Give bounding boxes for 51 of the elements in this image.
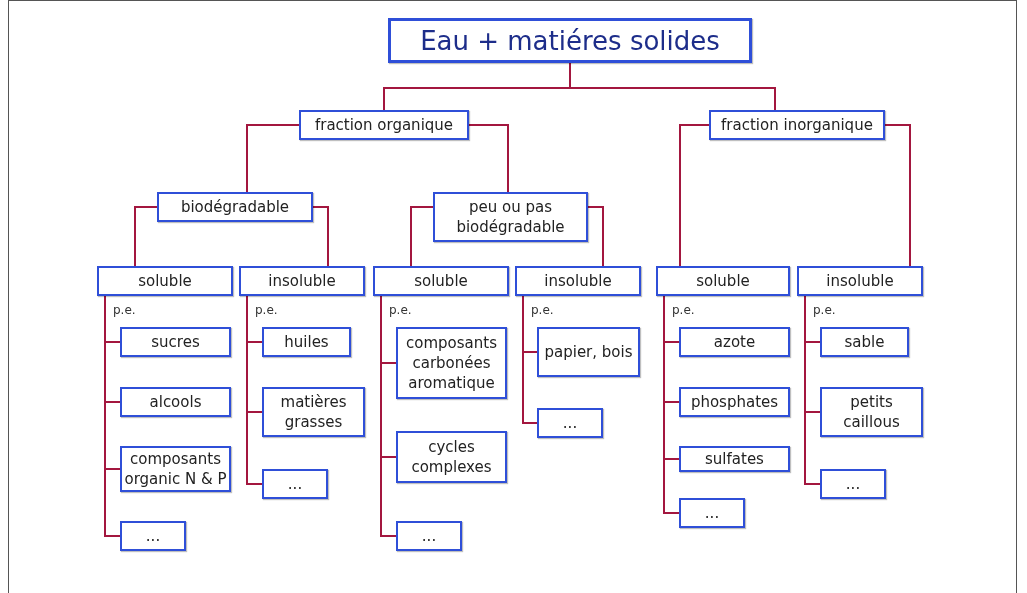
connector-line [522, 295, 538, 424]
example-note: p.e. [389, 303, 412, 317]
category-box: insoluble [239, 266, 365, 296]
connector-line [134, 206, 158, 267]
title-box: Eau + matiéres solides [388, 18, 752, 63]
connector-line [884, 124, 911, 267]
example-box: sable [820, 327, 909, 357]
example-box: ... [262, 469, 328, 499]
example-box: azote [679, 327, 790, 357]
example-box: ... [396, 521, 462, 551]
category-box: soluble [97, 266, 233, 296]
example-note: p.e. [813, 303, 836, 317]
example-box: sucres [120, 327, 231, 357]
example-box: alcools [120, 387, 231, 417]
example-box: matières grasses [262, 387, 365, 437]
category-box: fraction inorganique [709, 110, 885, 140]
connector-line [804, 295, 821, 485]
category-box: soluble [656, 266, 790, 296]
example-note: p.e. [531, 303, 554, 317]
connector-line [679, 124, 710, 267]
example-box: sulfates [679, 446, 790, 472]
connector-line [312, 206, 329, 267]
connector-line [663, 295, 680, 514]
example-note: p.e. [113, 303, 136, 317]
category-box: insoluble [797, 266, 923, 296]
connector-line [587, 206, 604, 267]
example-note: p.e. [255, 303, 278, 317]
connector-line [246, 124, 300, 193]
example-box: papier, bois [537, 327, 640, 377]
example-box: ... [679, 498, 745, 528]
connector-line [104, 295, 121, 537]
example-box: cycles complexes [396, 431, 507, 483]
connector-line [380, 295, 397, 537]
connector-line [246, 295, 263, 485]
example-note: p.e. [672, 303, 695, 317]
category-box: peu ou pas biodégradable [433, 192, 588, 242]
example-box: petits caillous [820, 387, 923, 437]
category-box: insoluble [515, 266, 641, 296]
example-box: phosphates [679, 387, 790, 417]
example-box: ... [120, 521, 186, 551]
example-box: composants carbonées aromatique [396, 327, 507, 399]
category-box: soluble [373, 266, 509, 296]
connector-line [468, 124, 509, 193]
example-box: ... [820, 469, 886, 499]
category-box: fraction organique [299, 110, 469, 140]
example-box: huiles [262, 327, 351, 357]
category-box: biodégradable [157, 192, 313, 222]
connector-line [569, 62, 776, 111]
example-box: composants organic N & P [120, 446, 231, 492]
example-box: ... [537, 408, 603, 438]
connector-line [410, 206, 434, 267]
